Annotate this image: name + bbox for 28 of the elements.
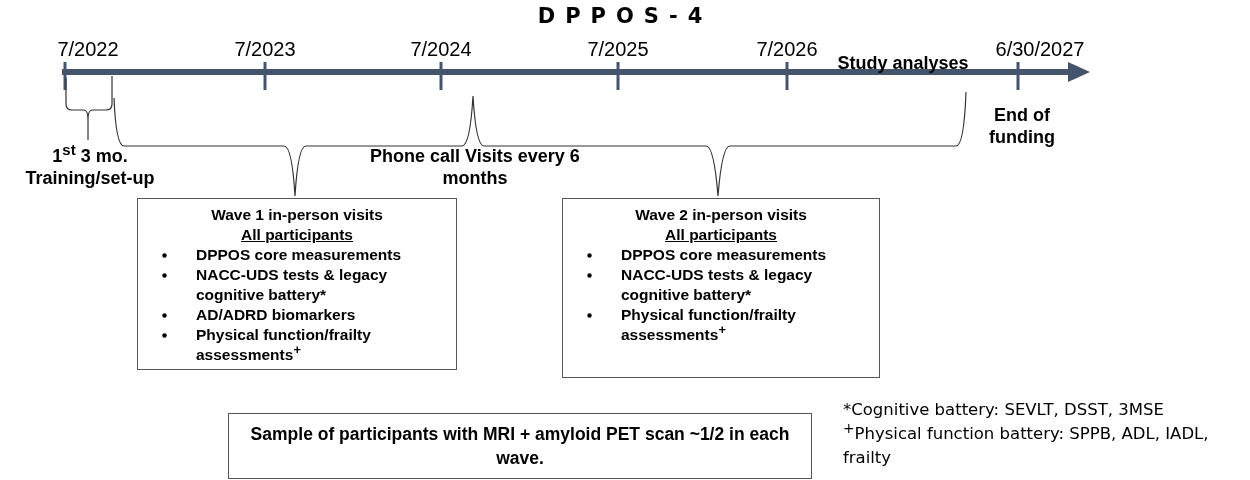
bullet-item: DPPOS core measurements [621, 246, 827, 263]
info-box [562, 198, 880, 378]
box-subheading: All participants [664, 225, 778, 245]
box-heading: Wave 1 in-person visits [210, 205, 384, 225]
info-box [228, 413, 812, 479]
timeline-note: Phone call Visits every 6 months [369, 145, 581, 189]
timeline-note: 1$^{st}$ 3 mo. Training/set-up [24, 145, 156, 189]
bullet-item: Physical function/frailty assessments$^{+}$ [621, 306, 796, 343]
box-text: Sample of participants with MRI + amyloid PET scan ~1/2 in each wave. [249, 423, 791, 470]
info-box [137, 198, 457, 370]
date-label: 7/2022 [57, 38, 119, 61]
bullet-item: AD/ADRD biomarkers [196, 306, 356, 323]
chart-title: DPPOS-4 [536, 4, 714, 28]
bullet-item: NACC-UDS tests & legacy cognitive battery* [621, 266, 813, 303]
bullet-item: NACC-UDS tests & legacy cognitive battery* [196, 266, 388, 303]
bullet-item: Physical function/frailty assessments$^{+}$ [196, 326, 371, 363]
timeline-note: End of funding [988, 104, 1056, 148]
bullet-item: DPPOS core measurements [196, 246, 402, 263]
timeline-note: Study analyses [836, 52, 970, 74]
footnote: *Cognitive battery: SEVLT, DSST, 3MSE [843, 399, 1165, 421]
date-label: 7/2025 [587, 38, 649, 61]
box-heading: Wave 2 in-person visits [634, 205, 808, 225]
date-label: 6/30/2027 [995, 38, 1085, 61]
date-label: 7/2023 [234, 38, 296, 61]
footnote: $^{+}$Physical function battery: SPPB, ADL, IADL, frailty [843, 422, 1210, 469]
box-subheading: All participants [240, 225, 354, 245]
date-label: 7/2024 [410, 38, 472, 61]
date-label: 7/2026 [756, 38, 818, 61]
